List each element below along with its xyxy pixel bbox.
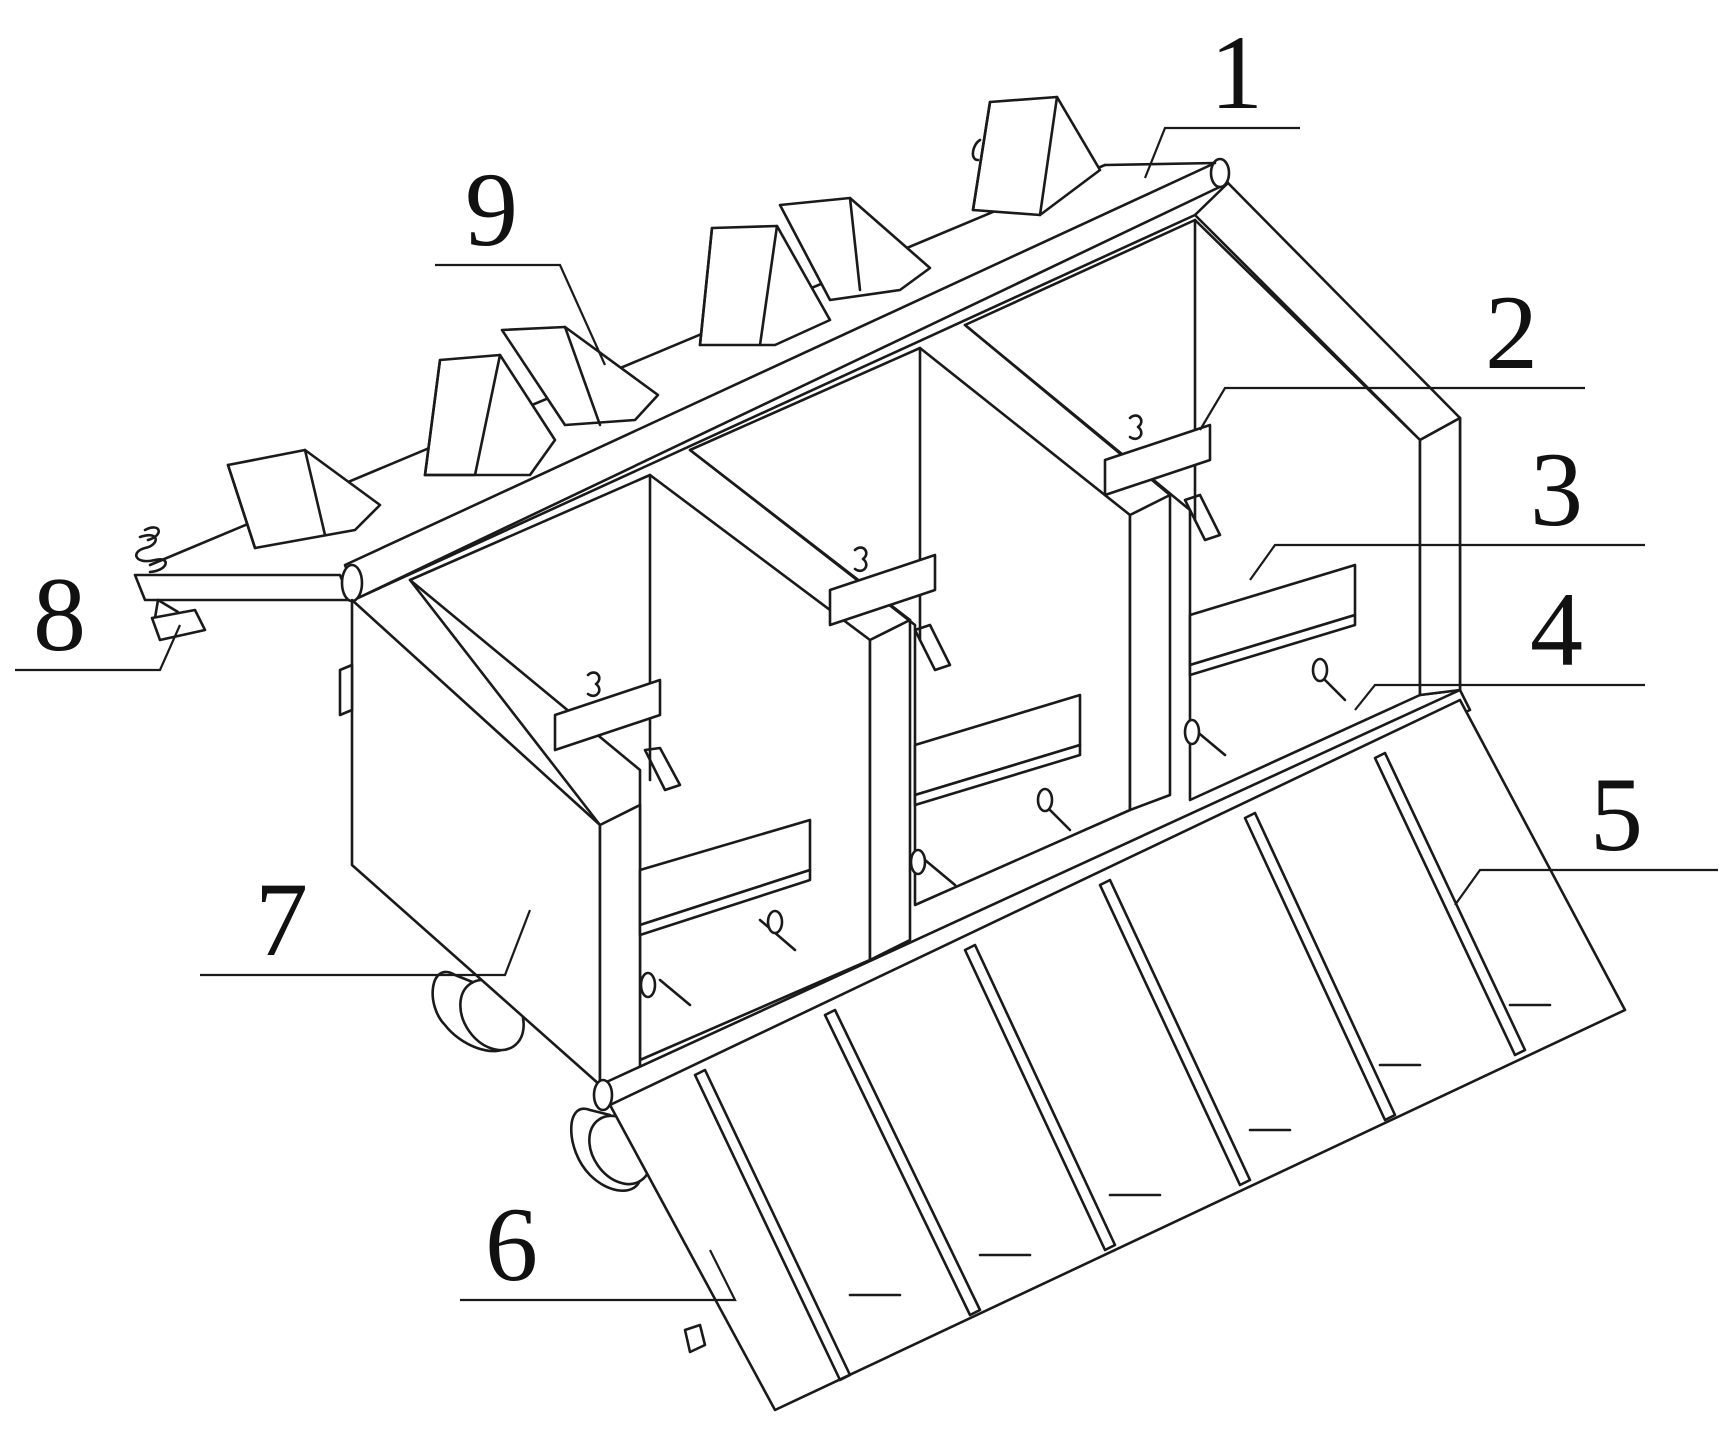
spring-bolt [135, 526, 207, 642]
top-rail [133, 157, 1231, 603]
scraper-block-5 [778, 196, 932, 302]
callout-6: 6 [485, 1186, 538, 1303]
leader-lines [15, 126, 1718, 1302]
grooved-plate [592, 688, 1627, 1412]
scraper-blocks [226, 95, 1102, 550]
scraper-block-6 [971, 95, 1102, 217]
leader-8 [15, 624, 182, 672]
callout-labels: 1 2 3 4 5 6 7 8 9 [33, 14, 1643, 1303]
leader-6 [460, 1249, 737, 1302]
leader-5 [1454, 868, 1718, 906]
scraper-block-1 [226, 448, 382, 550]
guide-slot [1183, 493, 1222, 542]
callout-8: 8 [33, 556, 86, 673]
leader-3 [1249, 543, 1645, 581]
push-plate-left [553, 671, 812, 1007]
callout-9: 9 [465, 151, 518, 268]
callout-1: 1 [1210, 14, 1263, 131]
scraper-block-4 [698, 224, 832, 347]
scraper-block-2 [423, 353, 557, 477]
leader-4 [1354, 683, 1645, 711]
callout-2: 2 [1485, 274, 1538, 391]
push-plate-middle [828, 546, 1082, 887]
callout-4: 4 [1530, 571, 1583, 688]
push-plate-right [1103, 414, 1357, 757]
scraper-block-3 [500, 325, 660, 427]
callout-5: 5 [1590, 756, 1643, 873]
callout-7: 7 [255, 861, 308, 978]
leader-1 [1143, 126, 1300, 179]
leader-9 [435, 263, 607, 366]
callout-3: 3 [1530, 431, 1583, 548]
push-plate [1103, 423, 1212, 497]
leader-2 [1199, 386, 1585, 431]
leader-7 [200, 909, 532, 977]
